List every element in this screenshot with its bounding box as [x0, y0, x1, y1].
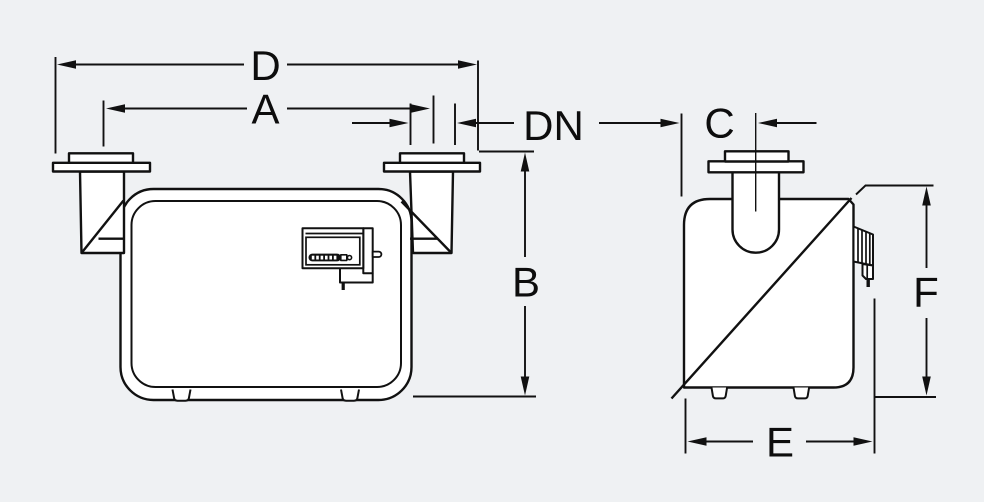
- arrowhead-down: [520, 376, 530, 396]
- body-diagonal-line: [670, 197, 853, 400]
- dimension-C: C: [599, 100, 817, 197]
- dimension-label-b: B: [512, 259, 540, 306]
- digit-cell: [311, 255, 315, 260]
- foot-front-left: [171, 389, 192, 402]
- dimension-A: A: [102, 86, 435, 147]
- index-test-window: [339, 254, 348, 262]
- arrowhead-up: [922, 186, 931, 206]
- side-view: [670, 113, 874, 400]
- dimension-E: E: [684, 298, 876, 466]
- dimension-label-f: F: [913, 269, 939, 316]
- dimension-label-dn: DN: [523, 102, 584, 149]
- arrowhead-inward-left: [758, 118, 777, 128]
- meter-body-outer: [119, 187, 413, 402]
- dimension-label-a: A: [251, 86, 279, 133]
- digit-cell: [316, 255, 319, 260]
- dimension-F: F: [855, 184, 939, 398]
- dimension-label-e: E: [766, 419, 794, 466]
- digit-cell: [329, 255, 332, 260]
- inlet-gusset-diagonal: [80, 199, 125, 254]
- outlet-pipe: [408, 170, 455, 255]
- dimension-B: B: [413, 150, 540, 398]
- meter-body-side: [682, 197, 855, 389]
- meter-index: [301, 227, 383, 290]
- arrowhead-inward-left: [457, 118, 476, 128]
- inlet-flange-raised-face: [67, 152, 135, 165]
- inlet-pipe: [78, 170, 126, 255]
- outlet-flange-plate: [382, 161, 482, 173]
- digit-cell: [325, 255, 328, 260]
- front-view: [51, 152, 482, 402]
- digit-cell: [333, 255, 337, 260]
- arrowhead-down: [922, 376, 931, 396]
- top-connection-side: [707, 113, 805, 254]
- arrowhead-right: [458, 60, 477, 69]
- pressure-tap: [852, 225, 874, 287]
- arrowhead-right: [411, 104, 430, 113]
- arrowhead-left: [687, 437, 707, 446]
- dimension-D: D: [54, 42, 479, 154]
- index-bracket: [339, 268, 374, 284]
- foot-side-left: [710, 387, 729, 400]
- index-face-frame: [305, 236, 361, 266]
- dimension-label-c: C: [704, 100, 734, 147]
- meter-body-seam: [130, 200, 402, 388]
- extension-line-top: [855, 184, 934, 196]
- index-drive-stub: [371, 250, 383, 258]
- arrowhead-left: [106, 104, 125, 113]
- dimensions: D A DN B: [54, 42, 939, 466]
- outlet-gusset-diagonal: [400, 200, 453, 254]
- arrowhead-right: [853, 437, 873, 446]
- inlet-flange-plate: [51, 161, 152, 173]
- index-test-dial-icon: [346, 254, 353, 261]
- arrowhead-left: [57, 60, 76, 69]
- pipe-elbow-side: [731, 170, 781, 254]
- dimension-DN: DN: [352, 102, 584, 149]
- outlet-connection-right: [382, 152, 482, 255]
- foot-side-right: [792, 387, 811, 400]
- arrowhead-inward-right: [389, 118, 409, 128]
- digit-cell: [320, 255, 324, 260]
- foot-front-right: [340, 389, 360, 402]
- dimension-label-d: D: [250, 42, 280, 89]
- inlet-connection-left: [51, 152, 152, 255]
- flange-raised-face-side: [723, 150, 790, 163]
- arrowhead-inward-right: [660, 118, 680, 128]
- outlet-flange-raised-face: [398, 152, 466, 165]
- index-housing-side: [362, 227, 374, 275]
- index-housing-front: [301, 227, 365, 270]
- arrowhead-up: [520, 152, 530, 172]
